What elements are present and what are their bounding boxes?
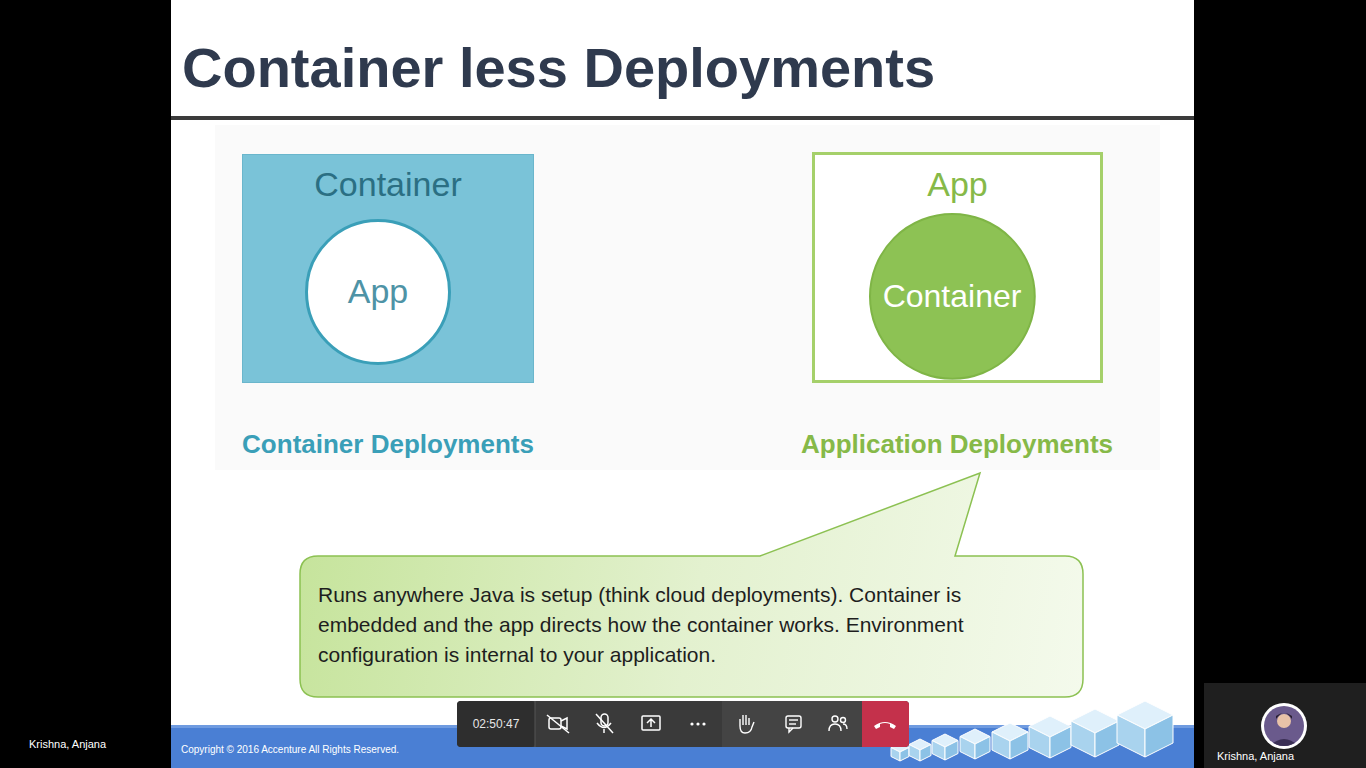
toolbar-panel [457, 701, 909, 747]
participants-icon [829, 716, 847, 731]
participant-name: Krishna, Anjana [1217, 750, 1294, 763]
call-timer: 02:50:47 [473, 717, 520, 731]
participant-name: Krishna, Anjana [29, 738, 106, 751]
mic-off-icon [596, 714, 613, 733]
toolbar-right-panel [722, 701, 862, 747]
circle-shape [307, 221, 450, 364]
app-box: AppContainer [812, 152, 1103, 383]
container-circle: Container [869, 213, 1036, 380]
circle-shape [870, 214, 1035, 379]
cube-decoration [891, 701, 1173, 761]
slide-page [171, 0, 1194, 768]
bubble-shape [300, 473, 1083, 697]
caption-label: Container Deployments [242, 429, 534, 460]
more-icon [690, 722, 705, 725]
slide-title: Container less Deployments [182, 40, 935, 96]
callout-bubble: Runs anywhere Java is setup (think cloud… [300, 556, 1083, 697]
video-tile [1204, 683, 1366, 768]
hang-up-button [862, 701, 909, 747]
avatar-picture [1261, 703, 1307, 750]
raise-hand-icon [740, 715, 754, 733]
share-icon [642, 716, 660, 730]
diagram-ground [215, 125, 1160, 470]
node-label: App [815, 165, 1100, 204]
call-toolbar [457, 701, 909, 747]
node-label: App [348, 272, 409, 311]
app-circle: App [305, 219, 451, 365]
timer-panel [457, 701, 535, 747]
camera-off-icon [547, 715, 569, 733]
node-label: Container [243, 165, 533, 204]
toolbar-separator [535, 701, 536, 747]
hang-up-icon [874, 722, 896, 729]
node-label: Container [883, 278, 1022, 315]
copyright-note: Copyright © 2016 Accenture All Rights Re… [181, 744, 399, 756]
caption-label: Application Deployments [801, 429, 1113, 460]
callout-text: Runs anywhere Java is setup (think cloud… [318, 580, 1063, 670]
title-rule [171, 116, 1194, 120]
chat-icon [786, 716, 801, 732]
container-box: ContainerApp [242, 154, 534, 383]
